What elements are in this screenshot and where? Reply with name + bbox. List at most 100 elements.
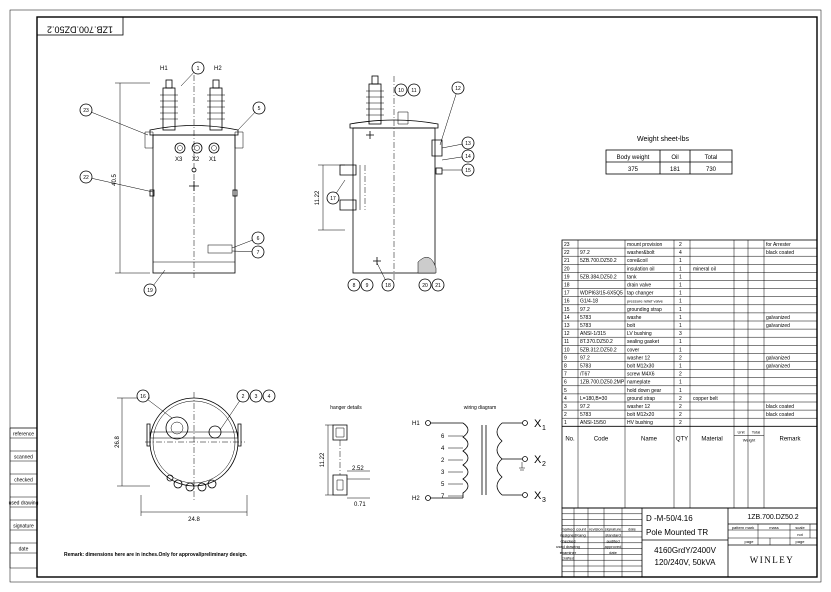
dim-width-top: 24.8 bbox=[188, 517, 200, 523]
label-h1: H1 bbox=[160, 66, 168, 72]
wiring-x2-sub: 2 bbox=[542, 461, 546, 468]
side-label: reference bbox=[13, 432, 34, 438]
bom-name: bolt M12x20 bbox=[627, 412, 654, 418]
signature-column-label: signature bbox=[605, 527, 622, 532]
bom-name: cover bbox=[627, 347, 640, 353]
bom-code: 5783 bbox=[580, 364, 591, 370]
wiring-h1: H1 bbox=[412, 421, 420, 427]
bom-qty: 1 bbox=[679, 380, 682, 386]
bom-name: washe bbox=[627, 315, 642, 321]
svg-text:10: 10 bbox=[398, 88, 404, 94]
front-view: H1 H2 X3 X2 X1 40.5 bbox=[112, 66, 244, 278]
signature-column-label: marked bbox=[561, 527, 574, 532]
bom-remark: galvanized bbox=[766, 364, 790, 370]
weight-title: Weight sheet-lbs bbox=[637, 136, 690, 143]
side-label: signature bbox=[13, 524, 34, 530]
svg-text:4: 4 bbox=[268, 394, 271, 400]
bom-code: /T67 bbox=[580, 372, 590, 378]
hanger-dim-height: 11.22 bbox=[320, 452, 326, 467]
bom-qty: 2 bbox=[679, 412, 682, 418]
bom-name: sealing gasket bbox=[627, 339, 660, 345]
svg-text:Unit: Unit bbox=[737, 429, 745, 434]
dim-depth-top: 26.8 bbox=[115, 436, 121, 448]
bom-remark: black coated bbox=[766, 412, 794, 418]
rotated-code-box: 1ZB.700.DZ50.2 bbox=[36, 16, 124, 36]
bom-remark: galvanized bbox=[766, 315, 790, 321]
svg-text:No.: No. bbox=[565, 436, 575, 442]
bom-qty: 1 bbox=[679, 274, 682, 280]
bom-no: 2 bbox=[564, 412, 567, 418]
bom-code: 5ZB.384.DZ50.2 bbox=[580, 274, 617, 280]
label-x1: X1 bbox=[209, 157, 217, 163]
hanger-dim-slot: 2.52 bbox=[352, 466, 364, 472]
svg-text:19: 19 bbox=[147, 288, 153, 294]
side-view: 11.22 bbox=[315, 75, 443, 280]
bom-name: screw M4X6 bbox=[627, 372, 655, 378]
wiring-tap-label: 3 bbox=[441, 470, 445, 476]
svg-text:Remark: Remark bbox=[779, 436, 801, 442]
weight-sheet: Weight sheet-lbs Body weight Oil Total 3… bbox=[605, 136, 733, 175]
svg-text:6: 6 bbox=[257, 236, 260, 242]
bom-name: core&coil bbox=[627, 258, 648, 264]
callout-balloon: 21 bbox=[431, 278, 445, 292]
bom-code: ANSI-15/50 bbox=[580, 420, 606, 426]
bom-no: 6 bbox=[564, 380, 567, 386]
bom-no: 3 bbox=[564, 404, 567, 410]
bom-qty: 1 bbox=[679, 339, 682, 345]
svg-text:15: 15 bbox=[465, 168, 471, 174]
bom-code: 1ZB.700.DZ50.2MP bbox=[580, 380, 625, 386]
top-lv-bushings bbox=[166, 474, 217, 492]
hv-bushing-left bbox=[160, 79, 178, 131]
callout-balloon: 6 bbox=[231, 231, 265, 249]
svg-text:9: 9 bbox=[366, 283, 369, 289]
signature-column-label: revision bbox=[589, 527, 603, 532]
nameplate bbox=[207, 244, 233, 254]
bom-name: ground strap bbox=[627, 396, 655, 402]
bom-no: 23 bbox=[564, 242, 570, 248]
svg-text:7: 7 bbox=[257, 250, 260, 256]
bom-no: 10 bbox=[564, 347, 570, 353]
bom-qty: 1 bbox=[679, 266, 682, 272]
bom-name: grounding strap bbox=[627, 307, 662, 313]
callout-balloon: 17 bbox=[326, 179, 346, 205]
label-x2: X2 bbox=[192, 157, 200, 163]
hanger-details: hanger details 11.22 2.52 0.71 bbox=[320, 405, 370, 508]
role-label-2: date bbox=[609, 550, 618, 555]
bom-code: L=180,B=30 bbox=[580, 396, 607, 402]
svg-text:20: 20 bbox=[422, 283, 428, 289]
callout-balloon: 4 bbox=[262, 389, 276, 403]
bom-no: 17 bbox=[564, 291, 570, 297]
callout-balloon: 12 bbox=[439, 81, 465, 146]
bom-no: 8 bbox=[564, 364, 567, 370]
callout-balloon: 14 bbox=[441, 149, 475, 163]
wiring-x2: X bbox=[534, 454, 542, 466]
rating-line2: 120/240V, 50kVA bbox=[655, 558, 717, 567]
bom-qty: 1 bbox=[679, 258, 682, 264]
role-label: designed bbox=[560, 533, 576, 538]
svg-text:13: 13 bbox=[465, 141, 471, 147]
bom-name: insulation oil bbox=[627, 266, 655, 272]
side-label: checked bbox=[14, 478, 33, 484]
bom-no: 1 bbox=[564, 420, 567, 426]
bom-code: 5ZB.700.DZ50.2 bbox=[580, 258, 617, 264]
bom-name: tank bbox=[627, 274, 637, 280]
bom-name: mount provision bbox=[627, 242, 663, 248]
bom-no: 16 bbox=[564, 299, 570, 305]
side-label: date bbox=[19, 547, 29, 553]
bom-no: 18 bbox=[564, 283, 570, 289]
bom-qty: 1 bbox=[679, 323, 682, 329]
svg-text:23: 23 bbox=[83, 108, 89, 114]
title-page2: page bbox=[796, 539, 806, 544]
